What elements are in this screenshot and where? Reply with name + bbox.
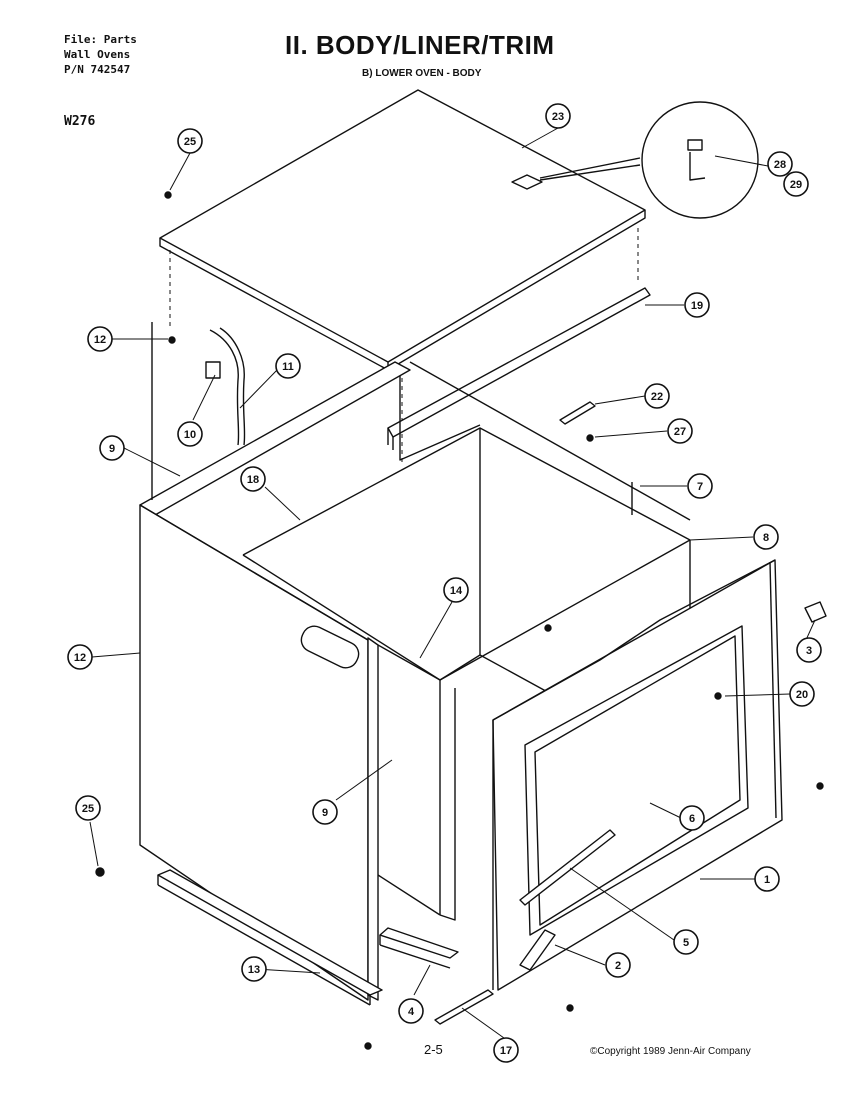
pin-3 <box>804 601 827 623</box>
callout-10: 10 <box>177 421 203 447</box>
svg-text:7: 7 <box>697 481 703 493</box>
svg-text:12: 12 <box>94 334 106 346</box>
callout-4: 4 <box>398 998 424 1024</box>
svg-text:3: 3 <box>806 645 812 657</box>
callout-11: 11 <box>275 353 301 379</box>
svg-text:14: 14 <box>450 585 463 597</box>
svg-text:27: 27 <box>674 426 686 438</box>
callout-29: 29 <box>783 171 809 197</box>
callout-6: 6 <box>679 805 705 831</box>
svg-text:18: 18 <box>247 474 259 486</box>
callout-12-side: 12 <box>67 644 93 670</box>
file-line-1: File: Parts <box>64 33 137 46</box>
svg-text:22: 22 <box>651 391 663 403</box>
svg-text:19: 19 <box>691 300 703 312</box>
svg-text:5: 5 <box>683 937 689 949</box>
rear-frame <box>169 228 639 465</box>
callout-3: 3 <box>796 637 822 663</box>
svg-text:8: 8 <box>763 532 769 544</box>
file-line-2: Wall Ovens <box>64 48 131 61</box>
detail-circle <box>539 101 759 219</box>
callout-25-bottom: 25 <box>75 795 101 821</box>
callout-1: 1 <box>754 866 780 892</box>
file-line-3: P/N 742547 <box>64 63 131 76</box>
svg-text:17: 17 <box>500 1045 512 1057</box>
back-housing <box>399 361 691 521</box>
oven-liner <box>242 427 691 921</box>
copyright-notice: ©Copyright 1989 Jenn-Air Company <box>590 1046 751 1057</box>
bottom-strip <box>434 989 494 1025</box>
callout-22: 22 <box>644 383 670 409</box>
callout-25-top: 25 <box>177 128 203 154</box>
page-number: 2-5 <box>424 1042 443 1057</box>
svg-text:10: 10 <box>184 429 196 441</box>
callout-2: 2 <box>605 952 631 978</box>
front-strip <box>519 829 616 906</box>
callout-7: 7 <box>687 473 713 499</box>
clip-10 <box>205 361 221 379</box>
callout-8: 8 <box>753 524 779 550</box>
callout-27: 27 <box>667 418 693 444</box>
model-number: W276 <box>64 114 96 129</box>
callout-9-side: 9 <box>312 799 338 825</box>
left-side-panel <box>139 322 411 1001</box>
callout-18: 18 <box>240 466 266 492</box>
rear-brace <box>387 287 651 450</box>
callout-19: 19 <box>684 292 710 318</box>
svg-text:11: 11 <box>282 361 294 373</box>
front-frame <box>492 559 783 991</box>
page-subtitle: B) LOWER OVEN - BODY <box>362 68 482 79</box>
page-title: II. BODY/LINER/TRIM <box>285 30 555 60</box>
callout-14: 14 <box>443 577 469 603</box>
bracket-22 <box>559 401 596 425</box>
callout-17: 17 <box>493 1037 519 1063</box>
callout-5: 5 <box>673 929 699 955</box>
callout-28: 28 <box>767 151 793 177</box>
svg-text:12: 12 <box>74 652 86 664</box>
svg-text:23: 23 <box>552 111 564 123</box>
left-front-trim <box>367 637 441 1001</box>
svg-text:2: 2 <box>615 960 621 972</box>
svg-text:9: 9 <box>322 807 328 819</box>
svg-text:13: 13 <box>248 964 260 976</box>
leader-lines <box>89 127 816 1039</box>
svg-text:29: 29 <box>790 179 802 191</box>
callout-12-top: 12 <box>87 326 113 352</box>
part-23 <box>511 174 543 190</box>
svg-text:20: 20 <box>796 689 808 701</box>
bottom-rail <box>157 869 383 1006</box>
svg-text:9: 9 <box>109 443 115 455</box>
fasteners <box>95 191 824 1050</box>
callout-markers: 25 23 28 29 19 12 11 10 22 27 9 18 7 8 1… <box>67 103 822 1063</box>
bottom-channel <box>379 927 459 969</box>
wire-harness <box>209 327 246 446</box>
callout-13: 13 <box>241 956 267 982</box>
hinge <box>519 929 556 971</box>
callout-23: 23 <box>545 103 571 129</box>
svg-text:6: 6 <box>689 813 695 825</box>
svg-text:25: 25 <box>184 136 196 148</box>
svg-text:4: 4 <box>408 1006 415 1018</box>
svg-text:1: 1 <box>764 874 770 886</box>
svg-text:25: 25 <box>82 803 94 815</box>
file-info: File: Parts Wall Ovens P/N 742547 <box>64 32 137 77</box>
svg-text:28: 28 <box>774 159 786 171</box>
callout-9-top: 9 <box>99 435 125 461</box>
callout-20: 20 <box>789 681 815 707</box>
